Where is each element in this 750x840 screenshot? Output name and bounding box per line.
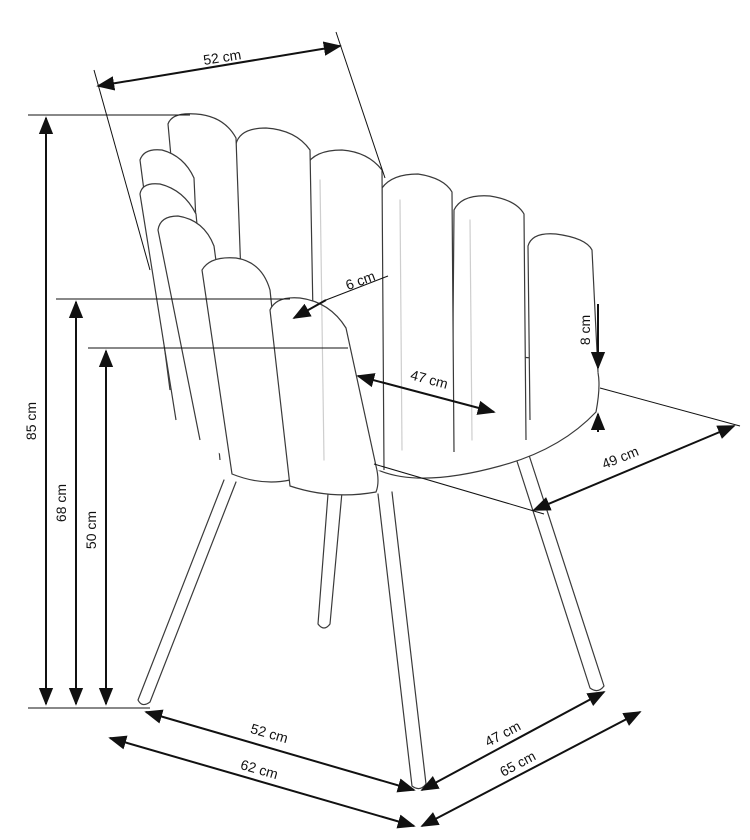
dim-base-front-width-label: 52 cm	[249, 720, 290, 746]
dim-base-side-depth: 47 cm	[420, 691, 606, 791]
chair-leg-front-right	[377, 491, 427, 790]
dim-armrest-height-label: 68 cm	[53, 484, 69, 522]
dim-seat-thickness-label: 8 cm	[577, 315, 593, 345]
chair-leg-front-left	[137, 479, 237, 706]
dim-base-total-depth-label: 65 cm	[497, 748, 538, 780]
chair-leg-back-left	[317, 491, 343, 629]
dim-base-front-width: 52 cm	[144, 709, 416, 793]
chair-leg-back-right	[514, 451, 605, 692]
chair-illustration	[137, 113, 605, 790]
dim-armrest-height: 68 cm	[53, 298, 290, 706]
chair-backrest-petals	[139, 113, 599, 496]
dim-base-total-width-label: 62 cm	[239, 756, 280, 782]
dim-top-width: 52 cm	[93, 31, 386, 271]
dim-top-width-label: 52 cm	[202, 46, 242, 68]
dim-base-total-depth: 65 cm	[420, 711, 642, 827]
dim-base-total-width: 62 cm	[108, 735, 416, 829]
dim-seat-height: 50 cm	[83, 347, 348, 706]
dim-base-side-depth-label: 47 cm	[482, 718, 523, 750]
chair-arm-front	[201, 257, 291, 483]
dim-total-height-label: 85 cm	[23, 402, 39, 440]
dim-total-height: 85 cm	[23, 114, 190, 709]
dim-seat-height-label: 50 cm	[83, 511, 99, 549]
